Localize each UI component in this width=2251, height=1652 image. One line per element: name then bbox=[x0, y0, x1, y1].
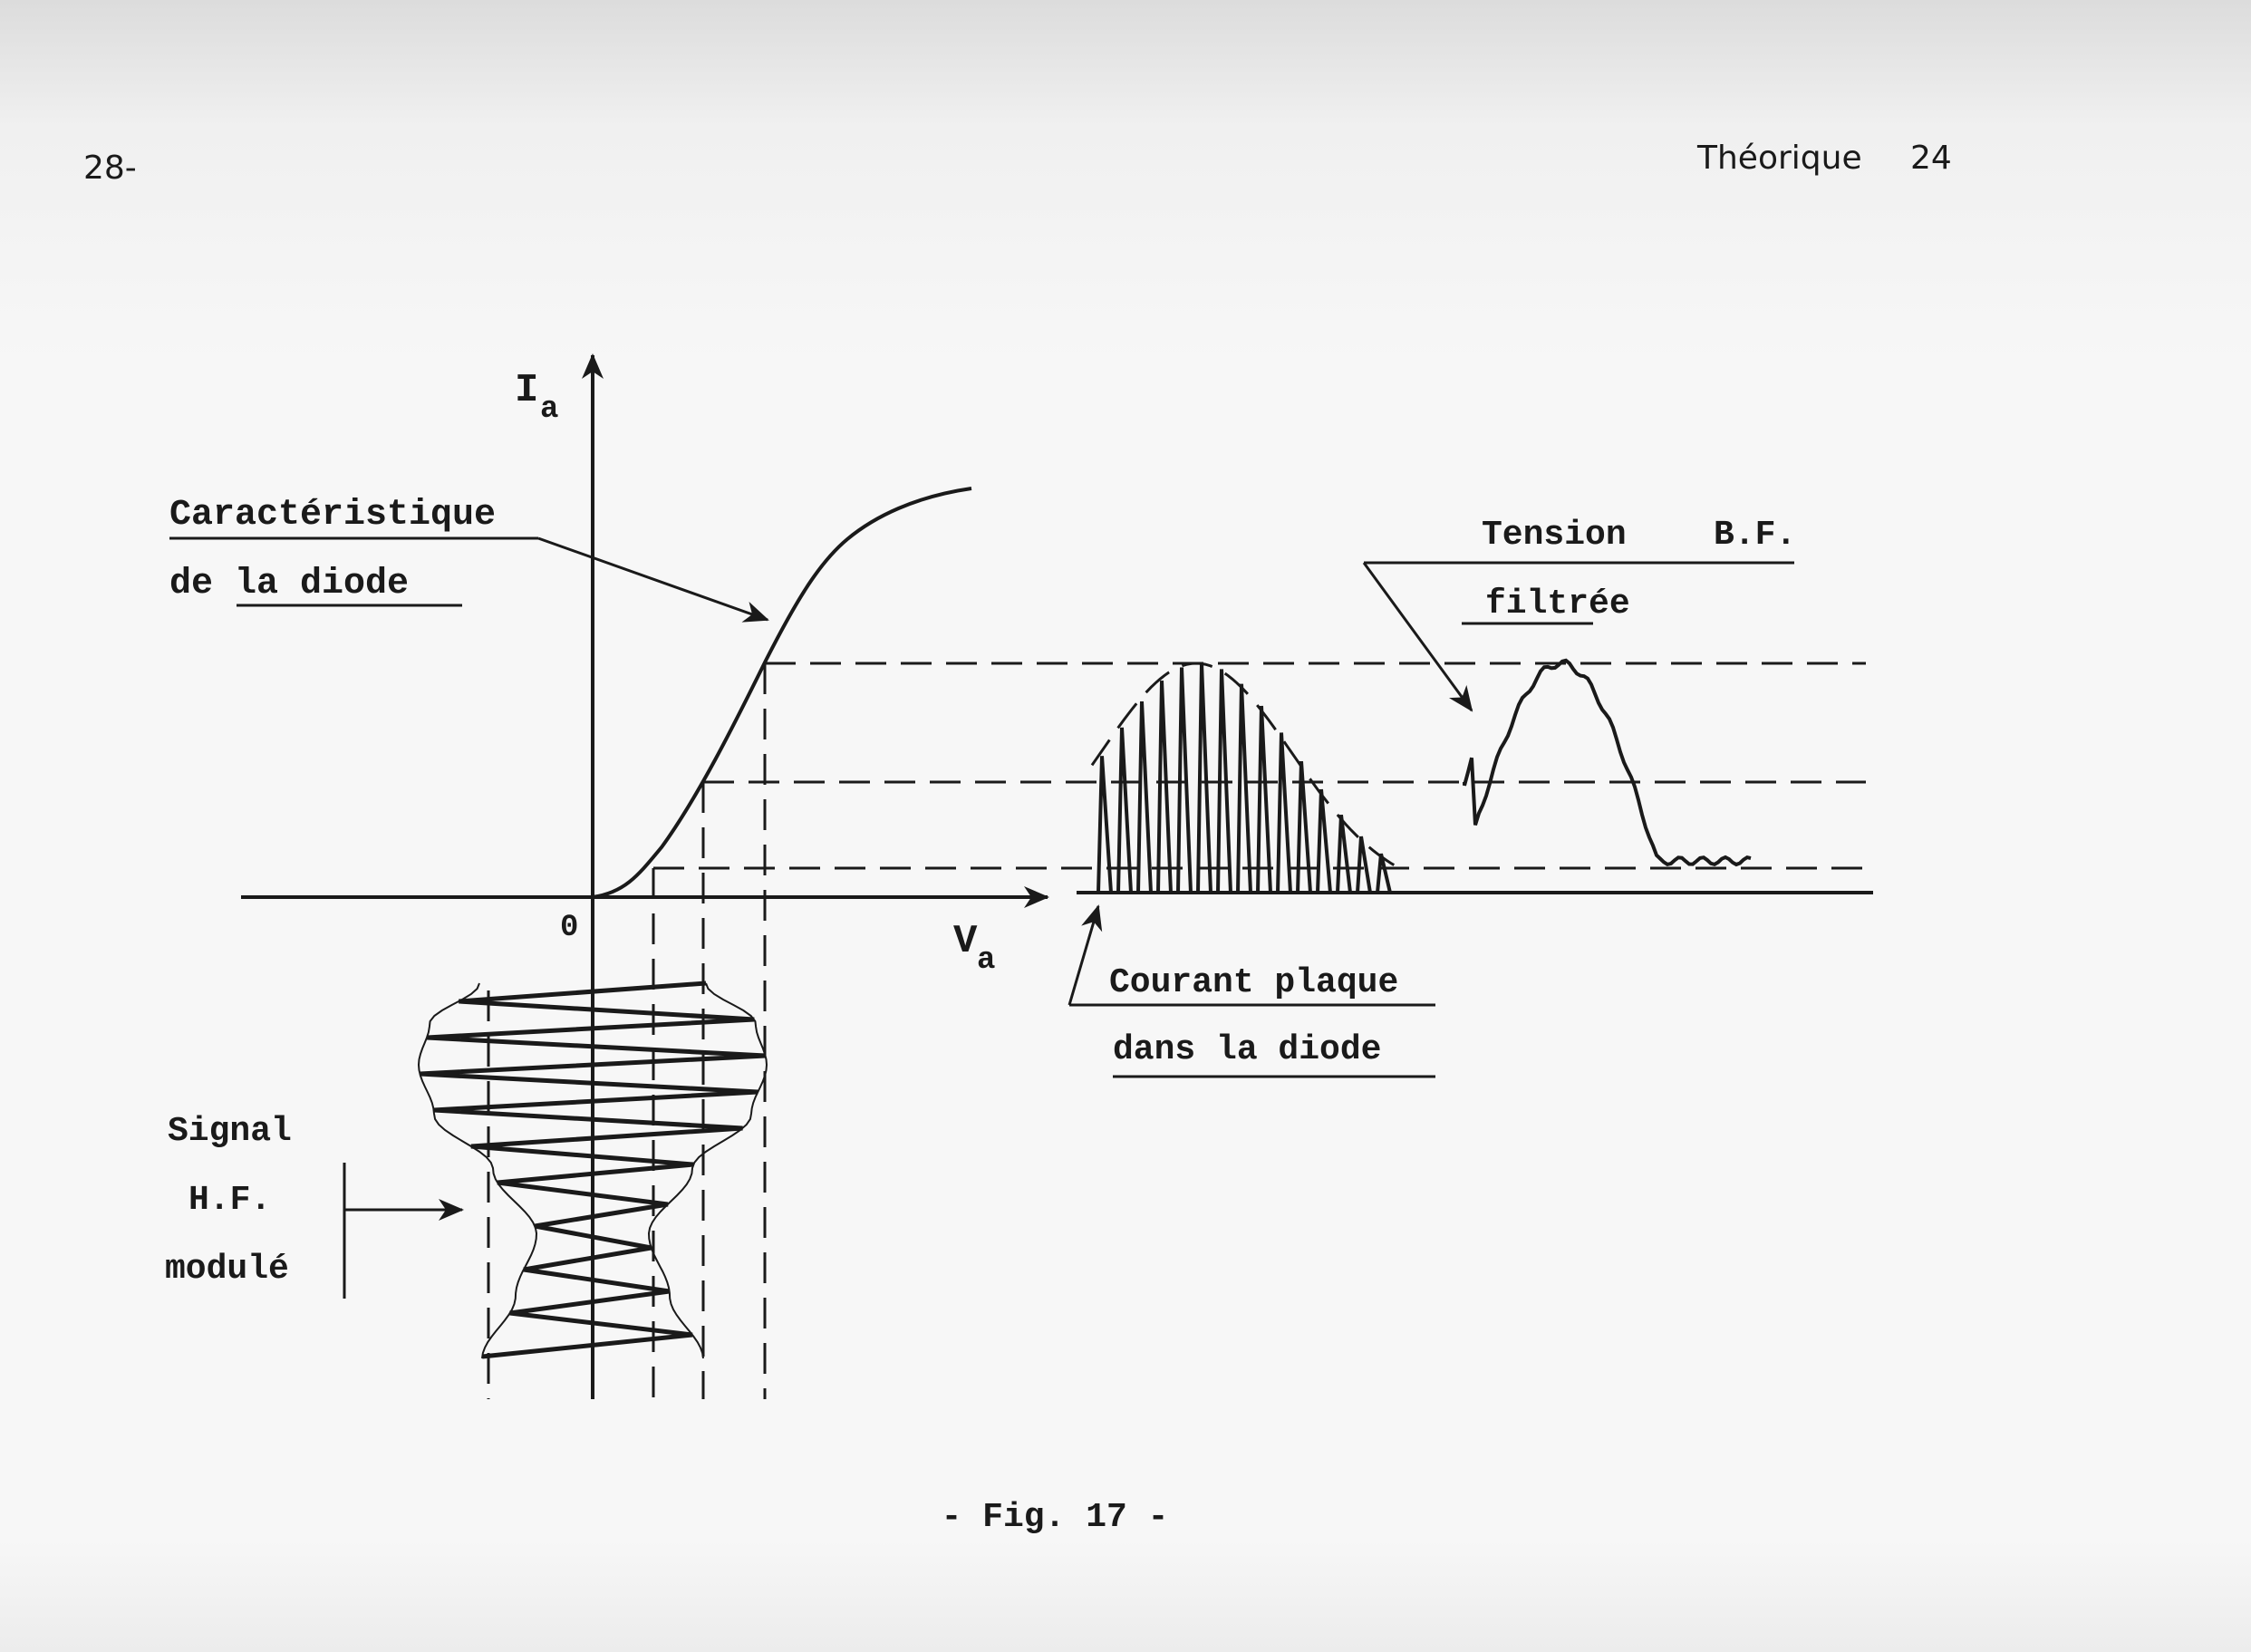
origin-label: 0 bbox=[560, 911, 578, 945]
characteristic-pointer-arrow bbox=[537, 536, 769, 623]
plate-current-pulse bbox=[1336, 814, 1352, 894]
plate-current-pulse bbox=[1136, 701, 1153, 894]
plate-current-envelope bbox=[1090, 662, 1396, 867]
plate-current-pulse bbox=[1256, 705, 1272, 894]
bf-label-filtree: filtrée bbox=[1485, 584, 1630, 623]
plate-current-pulse bbox=[1097, 756, 1113, 894]
plate-current-pulse bbox=[1156, 681, 1173, 894]
signal-label-line1: Signal bbox=[168, 1112, 292, 1151]
x-axis-label-sub: a bbox=[977, 943, 995, 978]
bf-label-tension: Tension bbox=[1482, 516, 1627, 555]
bf-label-bf: B.F. bbox=[1714, 516, 1796, 555]
plate-current-pulse bbox=[1196, 662, 1212, 894]
bf-filtered-voltage-curve bbox=[1463, 658, 1752, 867]
hf-envelope-left bbox=[417, 982, 538, 1359]
plate-current-pulse bbox=[1316, 788, 1332, 894]
y-axis-label-sub: a bbox=[540, 392, 558, 427]
plate-current-pulse bbox=[1356, 836, 1372, 894]
plate-current-pulse bbox=[1176, 667, 1193, 894]
bf-pointer-arrow bbox=[1362, 562, 1473, 712]
plate-current-pulse bbox=[1236, 683, 1252, 894]
plate-current-pulse bbox=[1376, 853, 1392, 894]
signal-label-line2: H.F. bbox=[188, 1181, 271, 1220]
plate-current-pointer-arrow bbox=[1068, 904, 1103, 1006]
hf-envelope-right bbox=[647, 982, 768, 1359]
plate-current-pulse bbox=[1216, 669, 1232, 894]
hf-carrier-wave bbox=[420, 981, 766, 1359]
characteristic-label-line2: de la diode bbox=[169, 564, 409, 604]
page-number: 28- bbox=[83, 150, 137, 187]
y-axis-label: I bbox=[515, 368, 538, 413]
section-title: Théorique bbox=[1696, 140, 1862, 177]
plate-current-pulse bbox=[1116, 727, 1133, 894]
plate-current-label-line2: dans la diode bbox=[1113, 1030, 1381, 1069]
plate-current-pulse bbox=[1296, 760, 1312, 894]
diode-characteristic-curve bbox=[592, 487, 972, 899]
plate-current-pulses bbox=[1097, 662, 1392, 894]
plate-current-label-line1: Courant plaque bbox=[1109, 963, 1398, 1002]
characteristic-label-line1: Caractéristique bbox=[169, 495, 496, 536]
figure-caption: - Fig. 17 - bbox=[942, 1498, 1169, 1537]
signal-label-line3: modulé bbox=[165, 1250, 289, 1289]
x-axis-label: V bbox=[953, 919, 978, 964]
section-number: 24 bbox=[1910, 140, 1952, 177]
plate-current-pulse bbox=[1276, 732, 1292, 894]
hf-modulated-signal bbox=[417, 981, 768, 1359]
